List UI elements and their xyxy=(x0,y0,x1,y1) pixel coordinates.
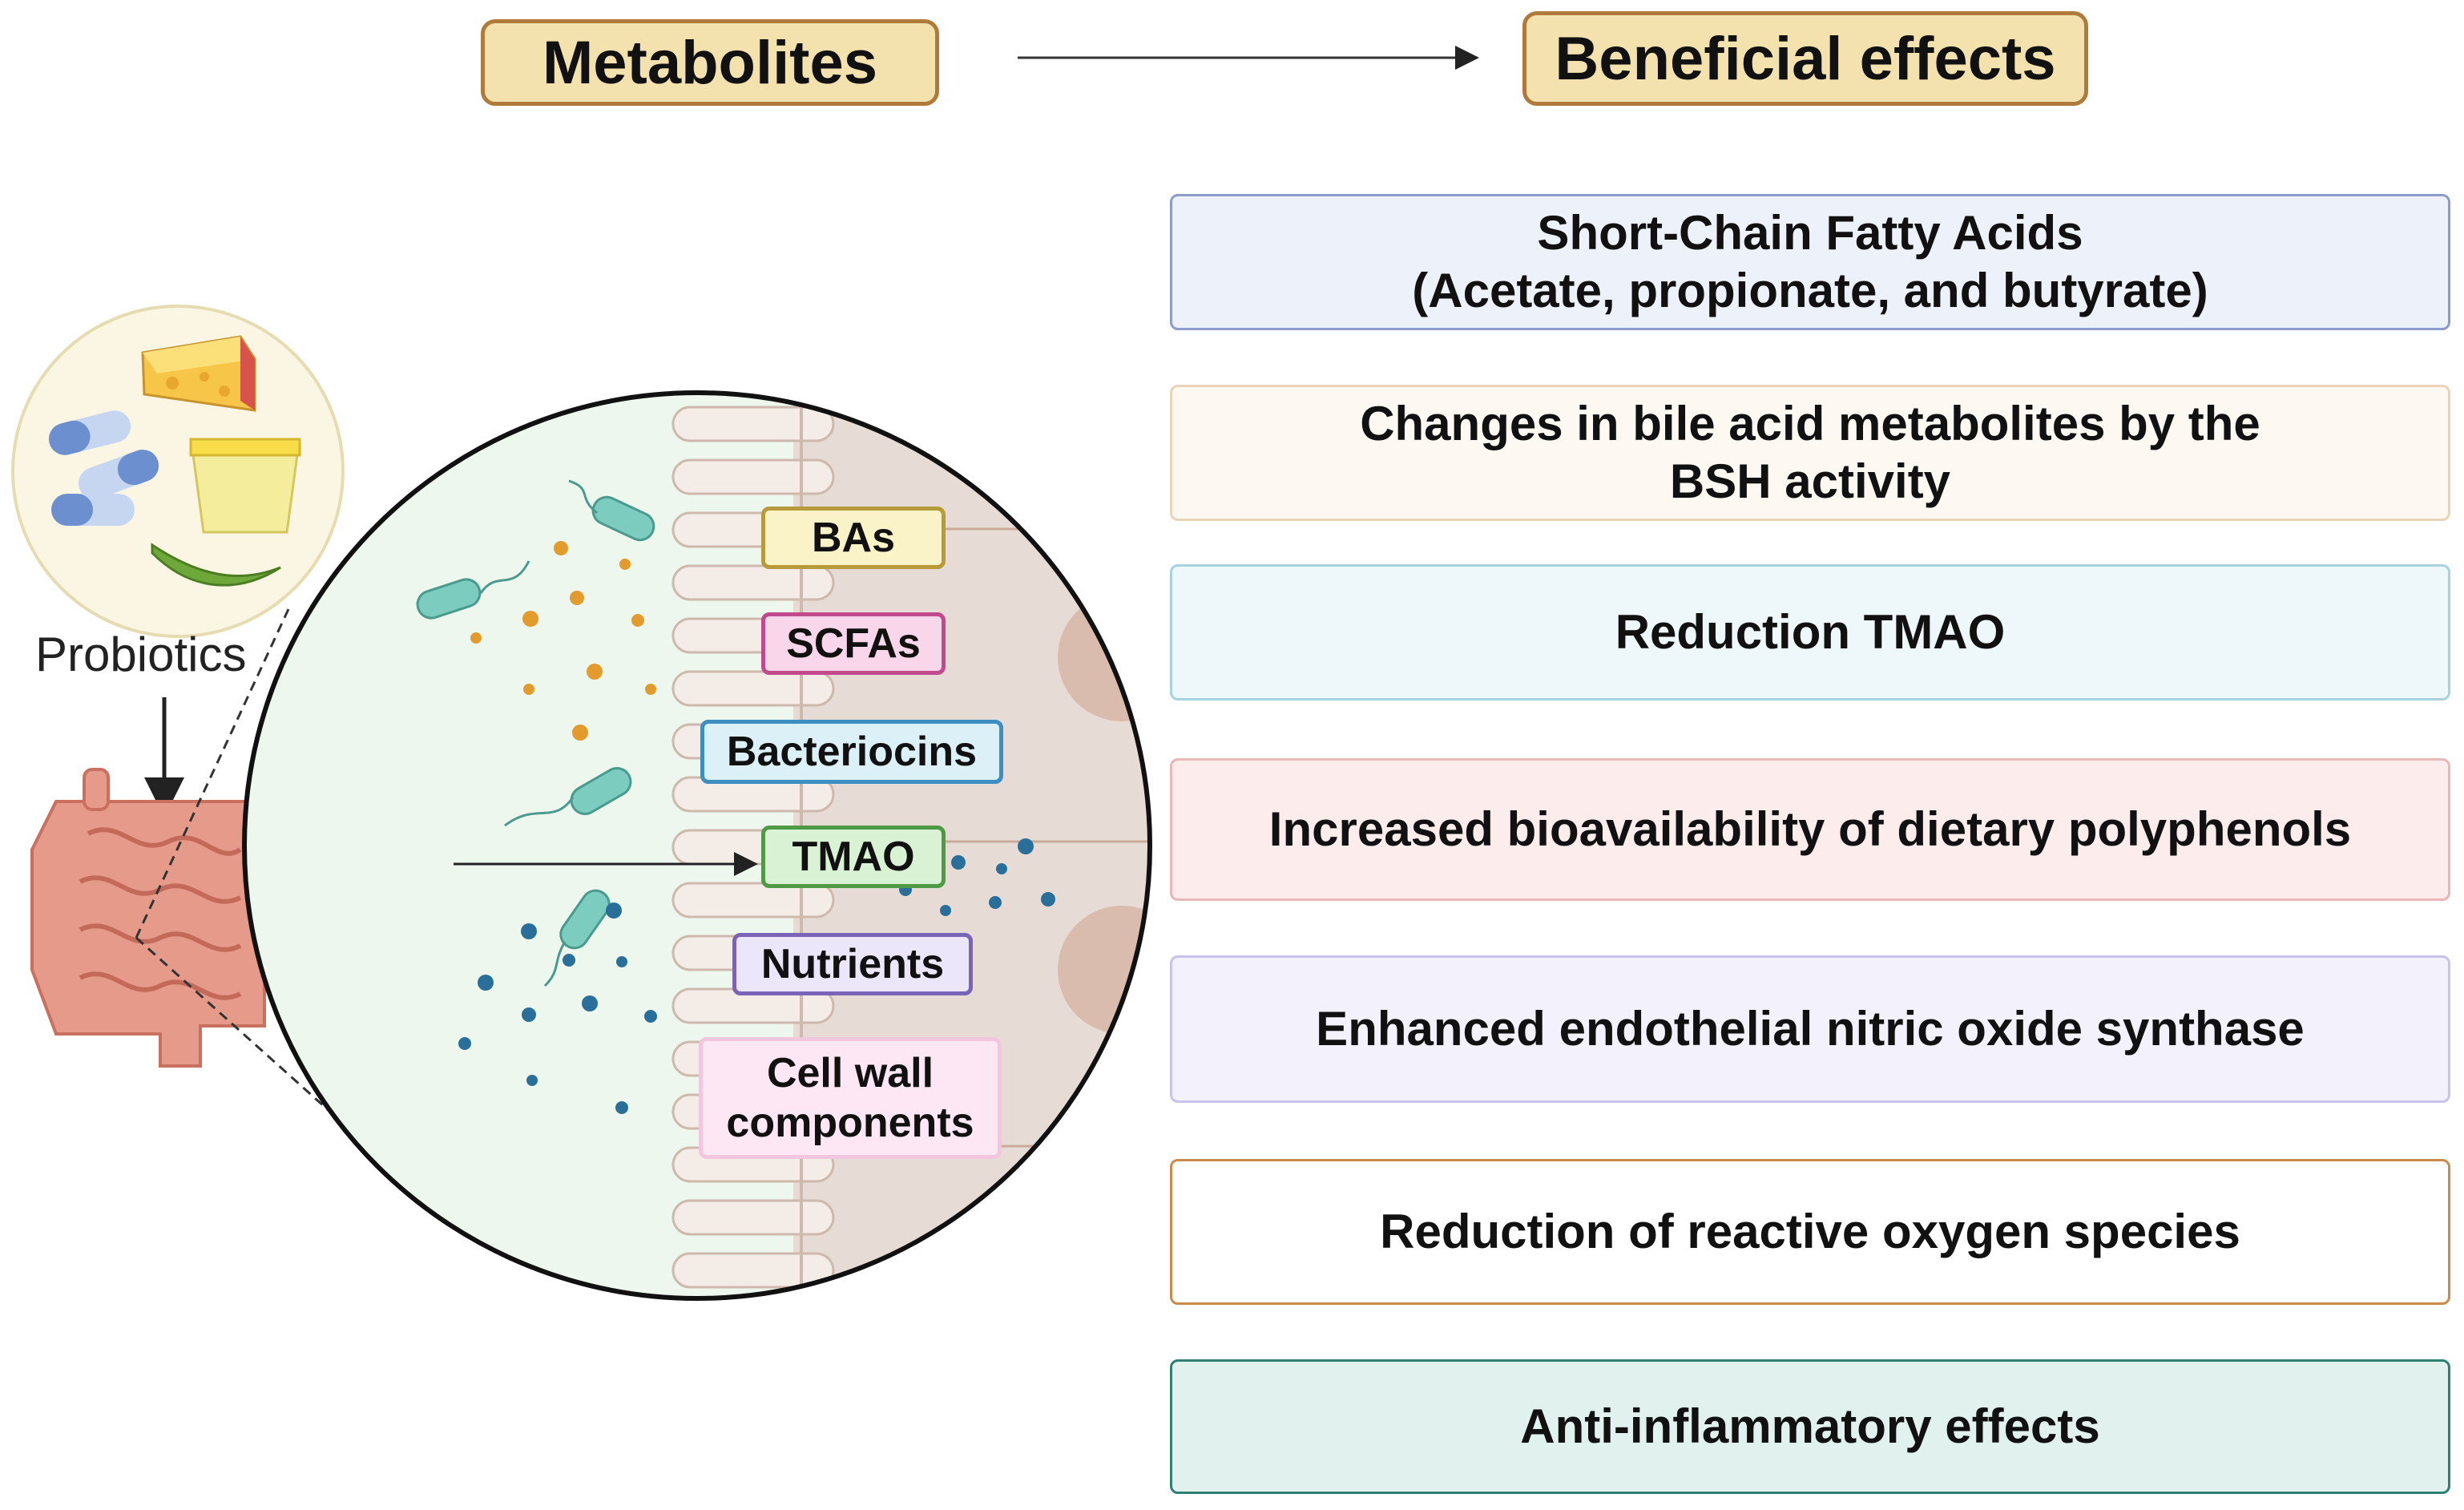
metabolite-label-3: TMAO xyxy=(761,826,946,888)
metabolites-header: Metabolites xyxy=(481,19,939,106)
metabolite-label-4: Nutrients xyxy=(732,933,973,995)
effect-box-3: Increased bioavailability of dietary pol… xyxy=(1170,758,2450,901)
metabolite-label-2: Bacteriocins xyxy=(700,720,1003,784)
intestine-icon xyxy=(30,768,266,1068)
cheese-icon xyxy=(141,335,256,412)
metabolite-label-5: Cell wall components xyxy=(699,1037,1002,1159)
probiotics-label: Probiotics xyxy=(35,628,247,681)
effect-box-4: Enhanced endothelial nitric oxide syntha… xyxy=(1170,955,2450,1103)
yogurt-cup-icon xyxy=(189,438,301,534)
beneficial-effects-header: Beneficial effects xyxy=(1522,11,2088,106)
effect-box-1: Changes in bile acid metabolites by the … xyxy=(1170,385,2450,521)
metabolite-label-0: BAs xyxy=(761,507,946,569)
effect-box-0: Short-Chain Fatty Acids (Acetate, propio… xyxy=(1170,194,2450,330)
effect-box-5: Reduction of reactive oxygen species xyxy=(1170,1159,2450,1305)
pill-capsules-icon xyxy=(48,410,159,526)
effect-box-6: Anti-inflammatory effects xyxy=(1170,1359,2450,1494)
probiotics-circle xyxy=(11,305,345,638)
metabolite-label-1: SCFAs xyxy=(761,612,946,675)
zoom-circle xyxy=(242,390,1152,1301)
effect-box-2: Reduction TMAO xyxy=(1170,564,2450,700)
bacteria-icon xyxy=(416,495,655,950)
bean-pod-icon xyxy=(151,543,281,587)
